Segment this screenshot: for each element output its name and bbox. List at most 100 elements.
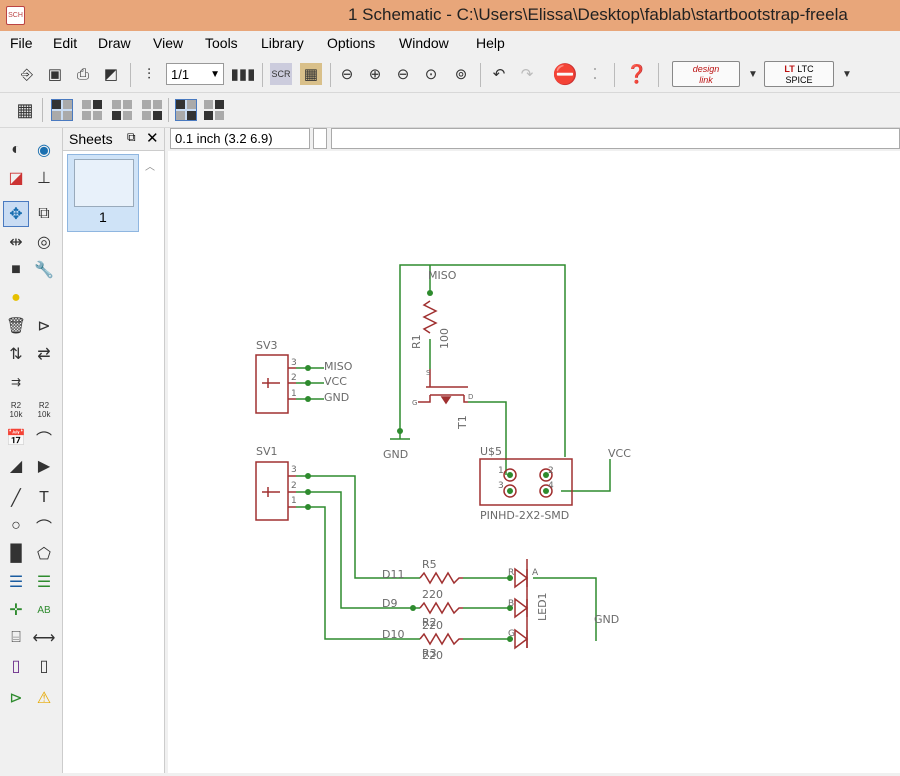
- junction-dot: [507, 605, 513, 611]
- paste-icon[interactable]: ●: [11, 289, 21, 306]
- menu-options[interactable]: Options: [327, 35, 376, 51]
- name-tool-label: R2: [10, 401, 22, 410]
- zoom-fit-icon[interactable]: ⊖: [340, 66, 354, 83]
- cam-processor-icon[interactable]: ◩: [103, 66, 119, 83]
- menu-file[interactable]: File: [10, 35, 33, 51]
- sheets-panel-title: Sheets: [69, 131, 113, 147]
- arc-icon[interactable]: ⌒: [35, 520, 52, 537]
- gateswap-icon[interactable]: ⇉: [10, 375, 22, 389]
- move-icon[interactable]: ✥: [3, 201, 29, 227]
- sheet-select[interactable]: 1/1 ▼: [166, 63, 224, 85]
- redo-icon[interactable]: ↷: [520, 66, 534, 83]
- info-icon[interactable]: ◐: [11, 141, 21, 158]
- layer-view-5-icon[interactable]: [175, 99, 197, 121]
- frame-icon[interactable]: ▯: [11, 658, 21, 675]
- miter-icon[interactable]: ⌒: [35, 432, 52, 449]
- sv3-pin-1-num: 1: [291, 389, 297, 399]
- run-ulp-icon[interactable]: ▦: [300, 63, 322, 85]
- group-icon[interactable]: ■: [11, 261, 21, 278]
- gnd-left-label: GND: [383, 448, 408, 461]
- copy-icon[interactable]: ⧉: [38, 205, 50, 222]
- wire-d9: [296, 491, 420, 609]
- change-icon[interactable]: 🔧: [34, 262, 54, 279]
- name-tool[interactable]: R2 10k: [4, 398, 28, 422]
- command-input[interactable]: [331, 128, 900, 149]
- board-switch-icon[interactable]: ▮▮▮: [230, 66, 256, 83]
- layer-view-1-icon[interactable]: [51, 99, 73, 121]
- attribute-icon[interactable]: ⌸: [11, 629, 21, 646]
- print-icon[interactable]: ⎙: [76, 65, 89, 83]
- stop-icon[interactable]: ⛔: [552, 63, 578, 86]
- show-icon[interactable]: ◉: [37, 142, 51, 159]
- command-history[interactable]: [313, 128, 327, 149]
- menu-window[interactable]: Window: [399, 35, 449, 51]
- circle-icon[interactable]: ○: [11, 517, 21, 534]
- t1-name: T1: [456, 415, 469, 430]
- pinswap-icon[interactable]: ⇅: [9, 346, 23, 363]
- close-icon[interactable]: ✕: [146, 130, 159, 147]
- module-icon[interactable]: ▯: [39, 658, 49, 675]
- ltc-label: LTC: [797, 64, 814, 74]
- wire-icon[interactable]: ╱: [11, 490, 21, 507]
- value-tool[interactable]: R2 10k: [32, 398, 56, 422]
- split-icon[interactable]: ◢: [9, 458, 23, 475]
- design-link-label-top: design: [692, 64, 720, 74]
- menu-tools[interactable]: Tools: [205, 35, 238, 51]
- go-icon[interactable]: ⁚: [592, 66, 598, 83]
- layer-view-6-icon[interactable]: [204, 100, 224, 120]
- mirror-icon[interactable]: ⇹: [9, 234, 23, 251]
- layer-view-2-icon[interactable]: [82, 100, 102, 120]
- dimension-icon[interactable]: ⟷: [32, 630, 56, 647]
- mark-icon[interactable]: ⊥: [37, 170, 51, 187]
- menu-help[interactable]: Help: [476, 35, 505, 51]
- junction-icon[interactable]: ✛: [9, 602, 23, 619]
- r3-symbol: [419, 632, 463, 646]
- net-icon[interactable]: ☰: [36, 574, 52, 591]
- zoom-area-icon[interactable]: ⊚: [454, 66, 468, 83]
- zoom-in-icon[interactable]: ⊕: [368, 66, 382, 83]
- replace-icon[interactable]: ⇄: [37, 346, 51, 363]
- menu-library[interactable]: Library: [261, 35, 304, 51]
- zoom-redraw-icon[interactable]: ⊙: [424, 66, 438, 83]
- sheet-icon[interactable]: ⫶: [147, 65, 151, 83]
- delete-icon[interactable]: 🗑: [5, 318, 27, 335]
- ltc-spice-button[interactable]: LT LTC SPICE: [764, 61, 834, 87]
- chevron-down-icon[interactable]: ▼: [748, 68, 758, 80]
- app-icon[interactable]: SCH: [6, 6, 25, 25]
- zoom-out-icon[interactable]: ⊖: [396, 66, 410, 83]
- coordinate-display: 0.1 inch (3.2 6.9): [170, 128, 310, 149]
- rect-icon[interactable]: █: [10, 545, 22, 562]
- schematic-canvas[interactable]: MISO R1 100 S G D T1 GND SV3 3 2 1 MISO …: [168, 151, 900, 773]
- scroll-up-icon[interactable]: ︿: [145, 162, 155, 173]
- open-icon[interactable]: ⎆: [20, 65, 33, 83]
- erc-icon[interactable]: ⊳: [9, 690, 23, 707]
- display-icon[interactable]: ◪: [8, 170, 24, 187]
- errors-icon[interactable]: ⚠: [36, 690, 52, 707]
- save-icon[interactable]: ▣: [47, 66, 63, 83]
- grid-icon[interactable]: ▦: [16, 99, 34, 120]
- invoke-icon[interactable]: ▶: [37, 458, 51, 475]
- sheet-thumbnail[interactable]: 1: [67, 154, 139, 232]
- undo-icon[interactable]: ↶: [492, 66, 506, 83]
- text-tool[interactable]: T: [39, 489, 49, 506]
- float-panel-icon[interactable]: ⧉: [127, 130, 136, 144]
- help-icon[interactable]: ❓: [625, 63, 649, 84]
- layer-view-3-icon[interactable]: [112, 100, 132, 120]
- bus-icon[interactable]: ☰: [8, 574, 24, 591]
- menu-edit[interactable]: Edit: [53, 35, 78, 51]
- polygon-icon[interactable]: ⬠: [37, 546, 51, 563]
- add-icon[interactable]: ⊳: [37, 318, 51, 335]
- command-palette: ◐ ◉ ◪ ⊥ ✥ ⧉ ⇹ ◎ ■ 🔧 ● 🗑 ⊳ ⇅ ⇄ ⇉ R2 10k R…: [0, 128, 63, 773]
- smash-icon[interactable]: 📅: [6, 430, 26, 447]
- menu-draw[interactable]: Draw: [98, 35, 131, 51]
- label-tool[interactable]: AB: [37, 604, 51, 616]
- layer-view-4-icon[interactable]: [142, 100, 162, 120]
- rotate-icon[interactable]: ◎: [37, 234, 51, 251]
- chevron-down-icon[interactable]: ▼: [842, 68, 852, 80]
- design-link-button[interactable]: design link: [672, 61, 740, 87]
- menu-view[interactable]: View: [153, 35, 184, 51]
- name-tool-value: 10k: [9, 410, 23, 419]
- junction-dot: [543, 472, 549, 478]
- script-icon[interactable]: SCR: [270, 63, 292, 85]
- ltc-logo-icon: LT: [784, 64, 795, 74]
